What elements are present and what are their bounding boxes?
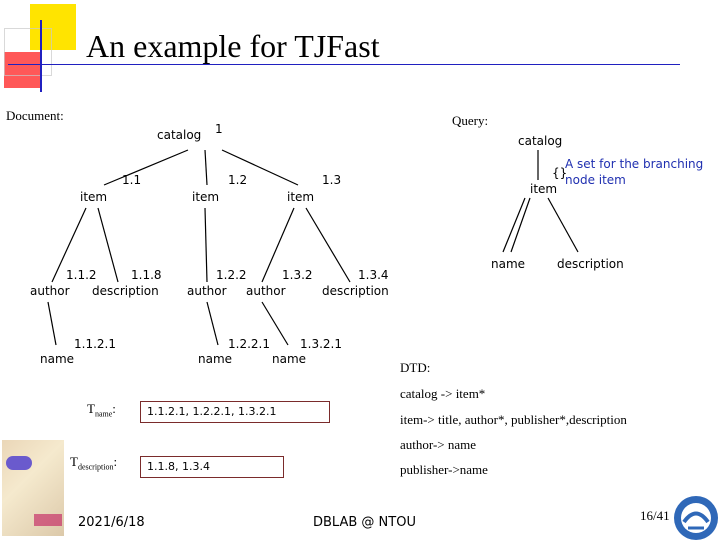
doc-node-name: name (198, 352, 233, 366)
doc-node-label: 1.3.2 (282, 268, 313, 282)
doc-node-catalog: catalog (157, 128, 202, 142)
query-node-item: item (530, 182, 558, 196)
t-description-list: 1.1.8, 1.3.4 (140, 456, 284, 478)
doc-node-label: 1 (215, 122, 223, 136)
doc-node-author: author (187, 284, 227, 298)
doc-node-label: 1.1 (122, 173, 142, 187)
query-node-catalog: catalog (518, 134, 563, 148)
doc-node-label: 1.3.2.1 (300, 337, 342, 351)
dtd-rule: author-> name (400, 437, 477, 452)
doc-node-description: description (322, 284, 389, 298)
doc-node-name: name (272, 352, 307, 366)
t-description-label: Tdescription: (70, 454, 118, 472)
dtd-rule: item-> title, author*, publisher*,descri… (400, 412, 627, 427)
doc-node-label: 1.2 (228, 173, 248, 187)
query-node-name: name (491, 257, 526, 271)
branch-note-line2: node item (565, 173, 626, 187)
doc-node-author: author (246, 284, 286, 298)
dtd-heading: DTD: (400, 360, 431, 375)
doc-node-name: name (40, 352, 75, 366)
doc-node-item: item (192, 190, 220, 204)
document-label: Document: (6, 108, 64, 123)
doc-node-label: 1.2.2 (216, 268, 247, 282)
branch-marker: {} (552, 166, 568, 180)
query-label: Query: (452, 113, 489, 128)
doc-node-label: 1.1.8 (131, 268, 162, 282)
slide-title: An example for TJFast (86, 28, 380, 64)
t-name-list: 1.1.2.1, 1.2.2.1, 1.3.2.1 (140, 401, 330, 423)
doc-node-label: 1.1.2 (66, 268, 97, 282)
doc-node-label: 1.3 (322, 173, 342, 187)
query-node-description: description (557, 257, 624, 271)
page-number: 16/41 (640, 508, 670, 523)
doc-node-author: author (30, 284, 70, 298)
doc-node-label: 1.1.2.1 (74, 337, 116, 351)
branch-note-line1: A set for the branching (565, 157, 704, 171)
doc-node-item: item (80, 190, 108, 204)
t-name-label: Tname: (87, 401, 116, 419)
dtd-rule: catalog -> item* (400, 386, 486, 401)
doc-node-item: item (287, 190, 315, 204)
doc-node-description: description (92, 284, 159, 298)
dtd-rule: publisher->name (400, 462, 488, 477)
doc-node-label: 1.2.2.1 (228, 337, 270, 351)
doc-node-label: 1.3.4 (358, 268, 389, 282)
footer-text: DBLAB @ NTOU (313, 515, 416, 530)
footer-date: 2021/6/18 (78, 515, 145, 530)
